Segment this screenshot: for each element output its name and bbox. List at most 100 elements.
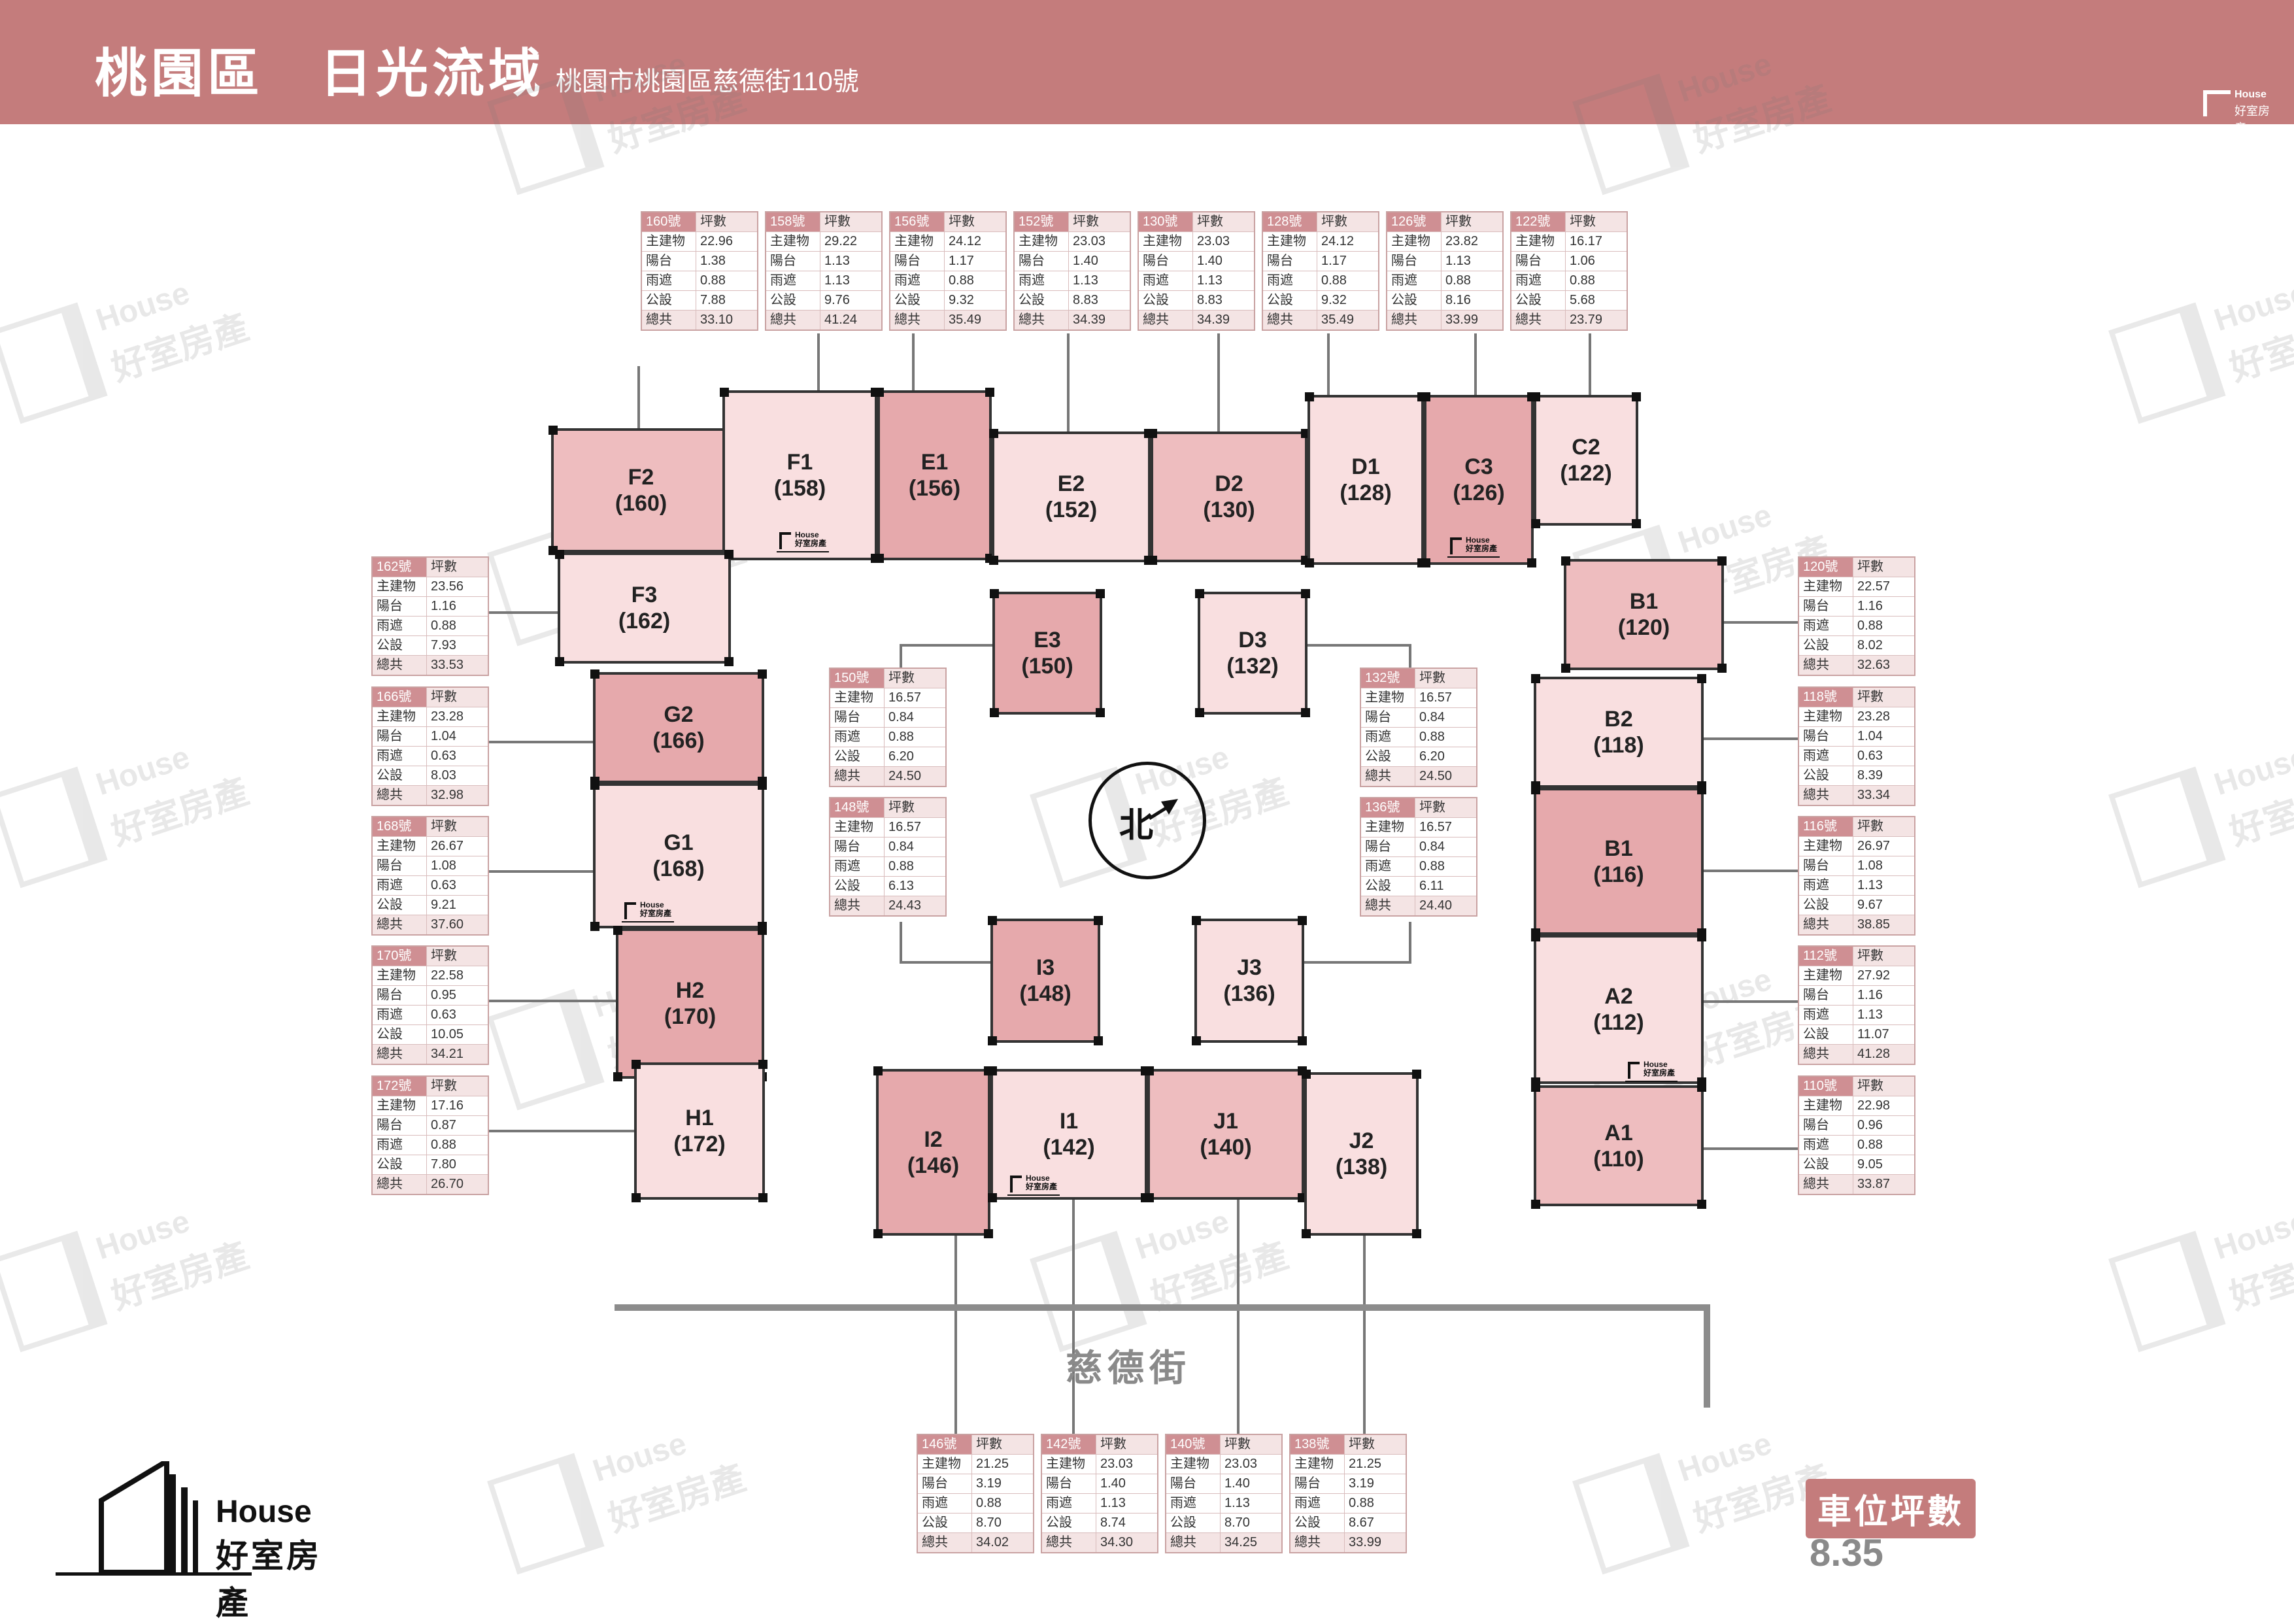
table-row-label: 陽台 — [371, 596, 427, 617]
table-row-value: 1.13 — [1853, 875, 1915, 896]
leader-line — [1304, 961, 1409, 964]
unit-a2-112[interactable]: A2(112) — [1531, 932, 1706, 1087]
table-row-value: 23.03 — [1096, 1454, 1158, 1474]
unit-h1-172[interactable]: H1(172) — [632, 1060, 767, 1202]
unit-number: (132) — [1226, 654, 1279, 679]
table-row-label: 陽台 — [1289, 1474, 1345, 1494]
unit-e2-152[interactable]: E2(152) — [989, 429, 1153, 565]
unit-j2-138[interactable]: J2(138) — [1302, 1070, 1421, 1238]
table-row-value: 0.84 — [884, 707, 947, 728]
table-row-value: 24.12 — [1317, 231, 1379, 252]
unit-number: (156) — [908, 476, 961, 501]
unit-d3-132[interactable]: D3(132) — [1195, 589, 1310, 717]
table-row-value: 1.13 — [1220, 1493, 1283, 1514]
building-icon — [0, 302, 108, 424]
building-icon — [487, 989, 605, 1111]
table-row-value: 0.88 — [696, 271, 758, 291]
table-row-value: 1.13 — [1096, 1493, 1158, 1514]
unit-b1-116[interactable]: B1(116) — [1531, 785, 1706, 938]
table-row-label: 主建物 — [371, 577, 427, 597]
table-row-value: 1.08 — [426, 856, 489, 876]
unit-d2-130[interactable]: D2(130) — [1148, 429, 1310, 565]
table-row-value: 16.57 — [1415, 688, 1477, 708]
unit-e3-150[interactable]: E3(150) — [990, 589, 1105, 717]
leader-line — [489, 741, 594, 743]
table-row-label: 總共 — [1798, 655, 1853, 676]
unit-code: A2 — [1604, 984, 1633, 1009]
unit-f2-160[interactable]: F2(160) — [548, 426, 734, 555]
table-row-label: 公設 — [371, 766, 427, 786]
table-row-value: 38.85 — [1853, 915, 1915, 936]
unit-number: (110) — [1593, 1146, 1644, 1172]
table-row-label: 公設 — [1798, 635, 1853, 656]
table-row-label: 陽台 — [1013, 251, 1069, 271]
unit-g1-168[interactable]: G1(168) — [590, 781, 767, 931]
table-row-value: 6.20 — [884, 747, 947, 767]
unit-j1-140[interactable]: J1(140) — [1145, 1066, 1307, 1202]
unit-e1-156[interactable]: E1(156) — [875, 388, 994, 563]
table-row-label: 總共 — [371, 915, 427, 936]
table-row-value: 8.39 — [1853, 766, 1915, 786]
table-row-label: 陽台 — [1360, 707, 1415, 728]
unit-b2-118[interactable]: B2(118) — [1531, 674, 1706, 790]
table-header: 坪數 — [1853, 686, 1915, 707]
table-row-label: 公設 — [1798, 1024, 1853, 1045]
table-row-value: 23.56 — [426, 577, 489, 597]
table-row-label: 總共 — [1360, 766, 1415, 787]
table-row-label: 總共 — [371, 785, 427, 806]
leader-line — [954, 1236, 957, 1435]
unit-j3-136[interactable]: J3(136) — [1192, 916, 1307, 1045]
table-row-label: 總共 — [371, 655, 427, 676]
table-unit-no: 132號 — [1360, 668, 1415, 688]
unit-f3-162[interactable]: F3(162) — [555, 550, 734, 666]
table-row-value: 24.50 — [884, 766, 947, 787]
table-row-value: 9.76 — [820, 290, 883, 311]
table-row-label: 陽台 — [917, 1474, 972, 1494]
table-row-label: 主建物 — [1360, 688, 1415, 708]
table-header: 坪數 — [1317, 211, 1379, 232]
table-row-label: 雨遮 — [1798, 1005, 1853, 1025]
table-row-label: 總共 — [371, 1044, 427, 1065]
table-row-label: 總共 — [1386, 310, 1442, 331]
table-row-label: 雨遮 — [829, 856, 885, 877]
unit-c2-122[interactable]: C2(122) — [1531, 392, 1641, 528]
table-row-label: 總共 — [829, 896, 885, 917]
table-row-label: 主建物 — [1138, 231, 1193, 252]
unit-i3-148[interactable]: I3(148) — [988, 916, 1103, 1045]
building-icon — [2108, 766, 2226, 888]
unit-code: E1 — [920, 450, 949, 475]
unit-number: (122) — [1560, 461, 1612, 486]
table-row-value: 1.17 — [944, 251, 1007, 271]
table-row-label: 總共 — [1798, 915, 1853, 936]
table-row-value: 5.68 — [1565, 290, 1628, 311]
leader-line — [637, 366, 640, 428]
table-row-value: 21.25 — [1344, 1454, 1407, 1474]
table-unit-no: 142號 — [1041, 1434, 1096, 1455]
north-arrow-icon — [1148, 799, 1178, 820]
unit-i2-146[interactable]: I2(146) — [873, 1066, 993, 1238]
table-row-value: 3.19 — [1344, 1474, 1407, 1494]
unit-b1-120[interactable]: B1(120) — [1561, 556, 1727, 673]
table-row-value: 6.13 — [884, 876, 947, 896]
unit-d1-128[interactable]: D1(128) — [1305, 392, 1426, 567]
unit-a1-110[interactable]: A1(110) — [1531, 1083, 1706, 1209]
table-row-label: 陽台 — [1798, 596, 1853, 617]
table-row-value: 1.13 — [820, 251, 883, 271]
unit-code: G1 — [664, 830, 694, 855]
table-row-value: 33.99 — [1441, 310, 1504, 331]
table-row-value: 34.21 — [426, 1044, 489, 1065]
building-icon — [0, 1230, 108, 1353]
unit-g2-166[interactable]: G2(166) — [590, 669, 767, 786]
unit-c3-126[interactable]: C3(126) — [1421, 392, 1536, 567]
table-header: 坪數 — [1853, 556, 1915, 577]
unit-h2-170[interactable]: H2(170) — [613, 926, 767, 1081]
